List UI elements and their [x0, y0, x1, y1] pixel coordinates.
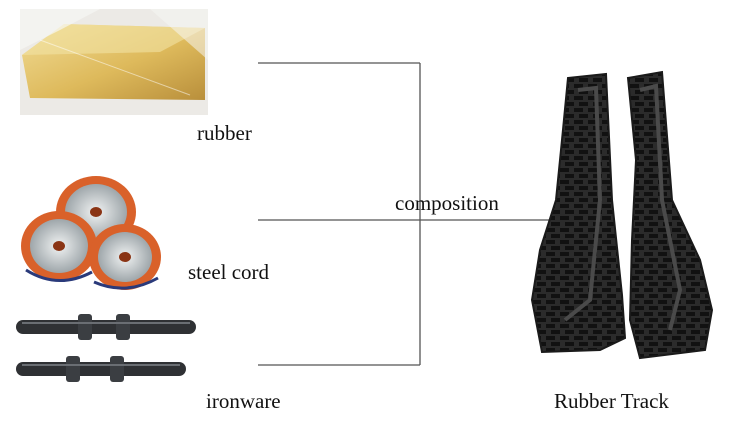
steel-cord-photo: [21, 176, 161, 290]
component-label-steel-cord: steel cord: [188, 260, 270, 284]
ironware-photo: [16, 314, 196, 382]
connector-lines: [258, 62, 555, 366]
rubber-track-photo: [530, 70, 714, 360]
component-label-ironware: ironware: [206, 389, 281, 413]
composition-label: composition: [395, 191, 499, 215]
rubber-photo: [20, 9, 208, 115]
product-label: Rubber Track: [554, 389, 669, 413]
component-label-rubber: rubber: [197, 121, 252, 145]
